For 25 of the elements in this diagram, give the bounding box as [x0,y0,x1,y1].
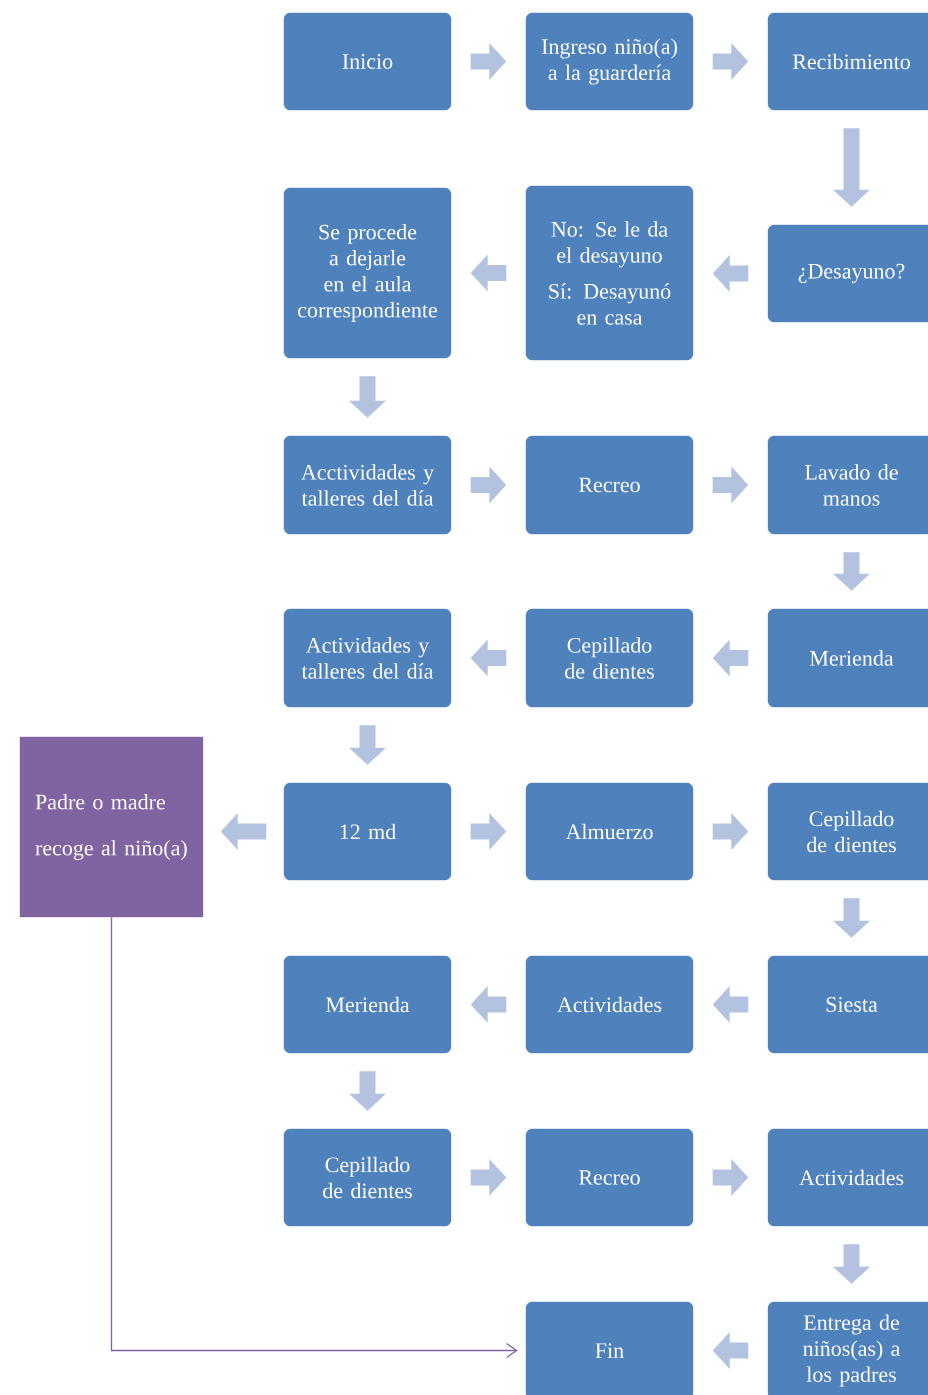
process-box: Lavado de manos [767,435,928,535]
process-box: Recibimiento [767,12,928,111]
process-box: Actividades [767,1128,928,1227]
process-box: No: Se le da el desayuno Sí: Desayunó en casa [525,185,694,361]
process-box: Ingreso niño(a) a la guardería [525,12,694,111]
process-box: Inicio [283,12,452,111]
process-box: Recreo [525,435,694,535]
process-box: Actividades y talleres del día [283,608,452,708]
process-box: Fin [525,1301,694,1395]
process-box: Se procede a dejarle en el aula correspondiente [283,187,452,359]
process-box: Merienda [283,955,452,1054]
process-box: Cepillado de dientes [767,782,928,881]
process-box: Siesta [767,955,928,1054]
process-box: Acctividades y talleres del día [283,435,452,535]
process-box: Cepillado de dientes [525,608,694,708]
process-box: Entrega de niños(as) a los padres [767,1301,928,1395]
process-box: ¿Desayuno? [767,224,928,323]
connector-arrow [110,916,518,1359]
process-box: 12 md [283,782,452,881]
process-box: Cepillado de dientes [283,1128,452,1227]
process-box: Recreo [525,1128,694,1227]
process-box: Actividades [525,955,694,1054]
process-box: Almuerzo [525,782,694,881]
process-box: Merienda [767,608,928,708]
person-box: Padre o madre recoge al niño(a) [19,736,204,918]
